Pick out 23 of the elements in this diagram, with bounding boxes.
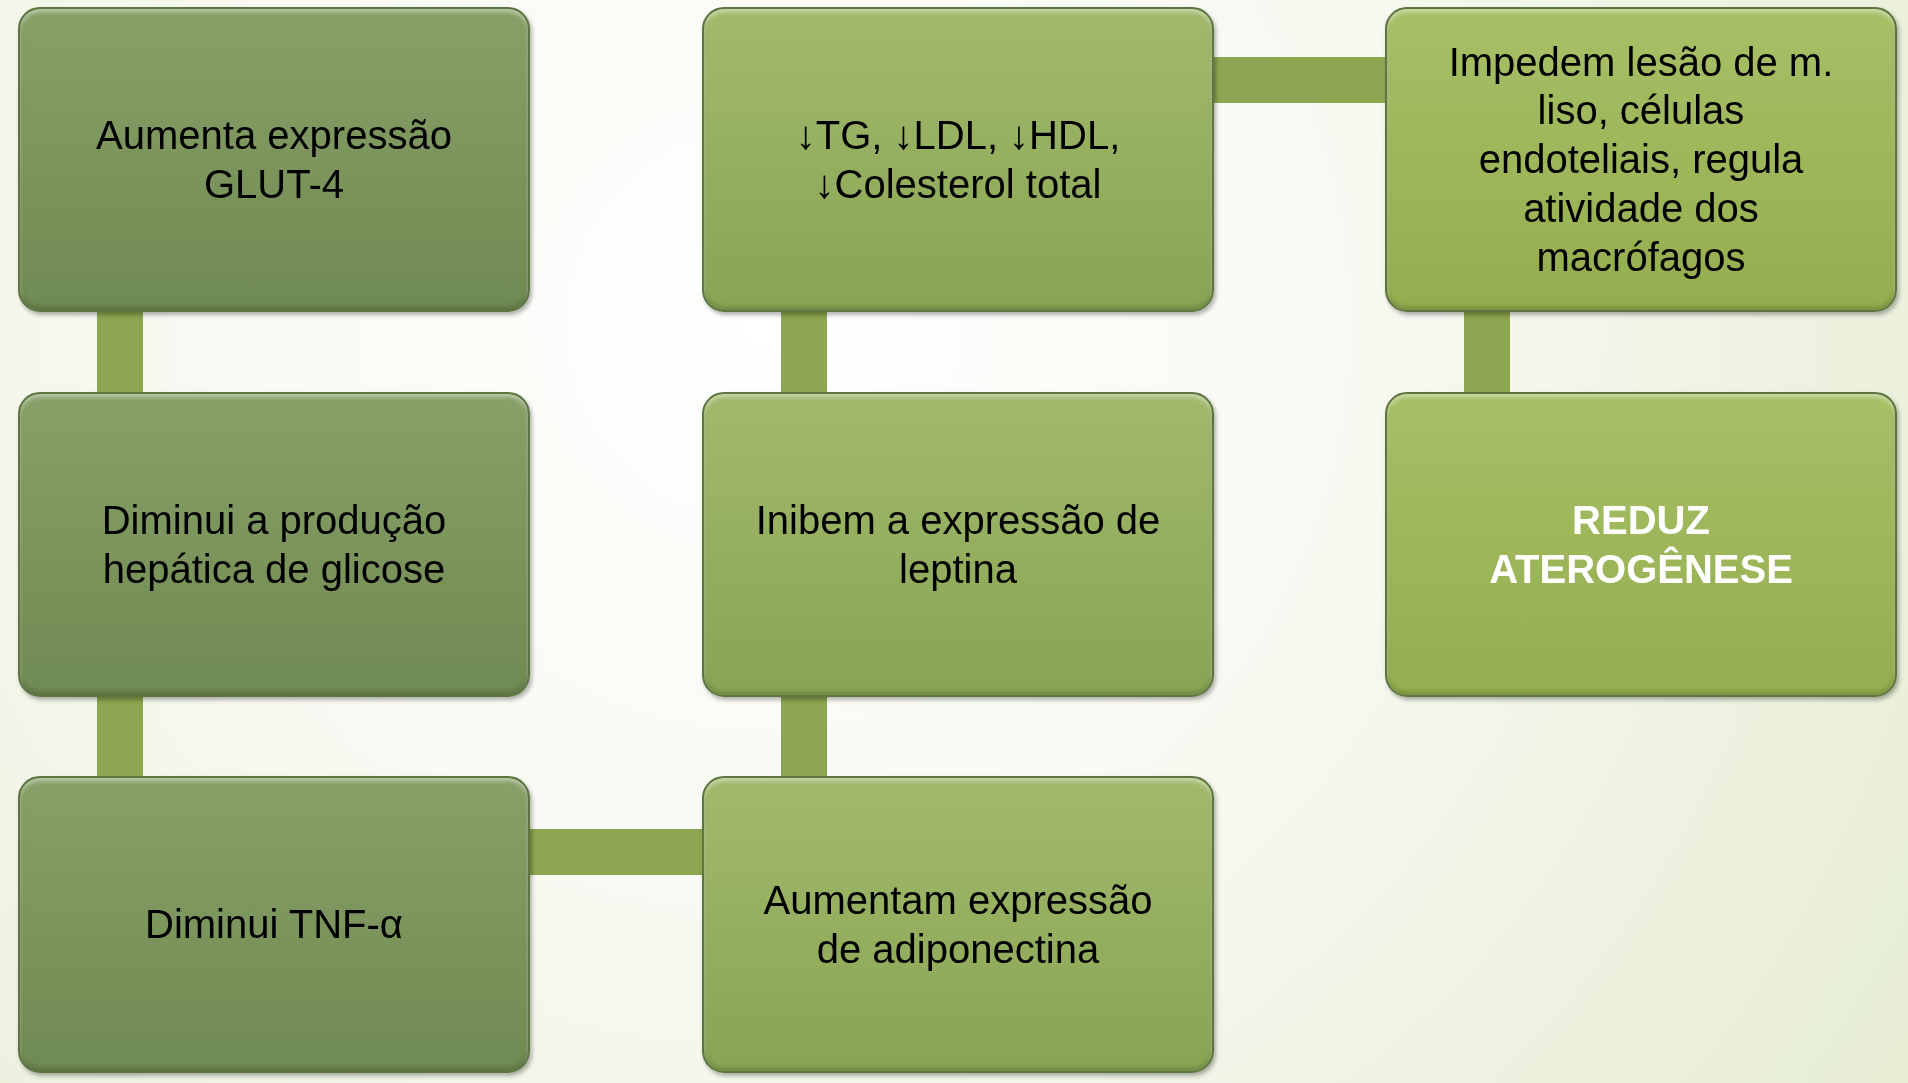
- box-text: Impedem lesão de m. liso, células endoteliais, regula atividade dos macrófagos: [1447, 38, 1835, 281]
- box-text: Diminui a produção hepática de glicose: [100, 496, 448, 593]
- process-box: [702, 776, 1214, 1073]
- box-text: ↓TG, ↓LDL, ↓HDL, ↓Colesterol total: [794, 111, 1122, 208]
- process-box: [702, 7, 1214, 312]
- process-box: [702, 392, 1214, 697]
- box-text: Inibem a expressão de leptina: [754, 496, 1162, 593]
- box-text: Aumentam expressão de adiponectina: [762, 876, 1154, 973]
- process-box: [18, 392, 530, 697]
- process-box: [1385, 7, 1897, 312]
- process-box: [18, 7, 530, 312]
- box-text: REDUZ ATEROGÊNESE: [1488, 496, 1794, 593]
- connector-bar: [97, 697, 143, 776]
- connector-bar: [781, 312, 827, 392]
- box-text: Diminui TNF-α: [145, 901, 403, 949]
- process-box: [18, 776, 530, 1073]
- connector-bar: [530, 829, 702, 875]
- box-text: Aumenta expressão GLUT-4: [95, 111, 453, 208]
- connector-bar: [781, 697, 827, 776]
- connector-bar: [1464, 312, 1510, 392]
- process-box: [1385, 392, 1897, 697]
- connector-bar: [1214, 57, 1385, 103]
- connector-bar: [97, 312, 143, 392]
